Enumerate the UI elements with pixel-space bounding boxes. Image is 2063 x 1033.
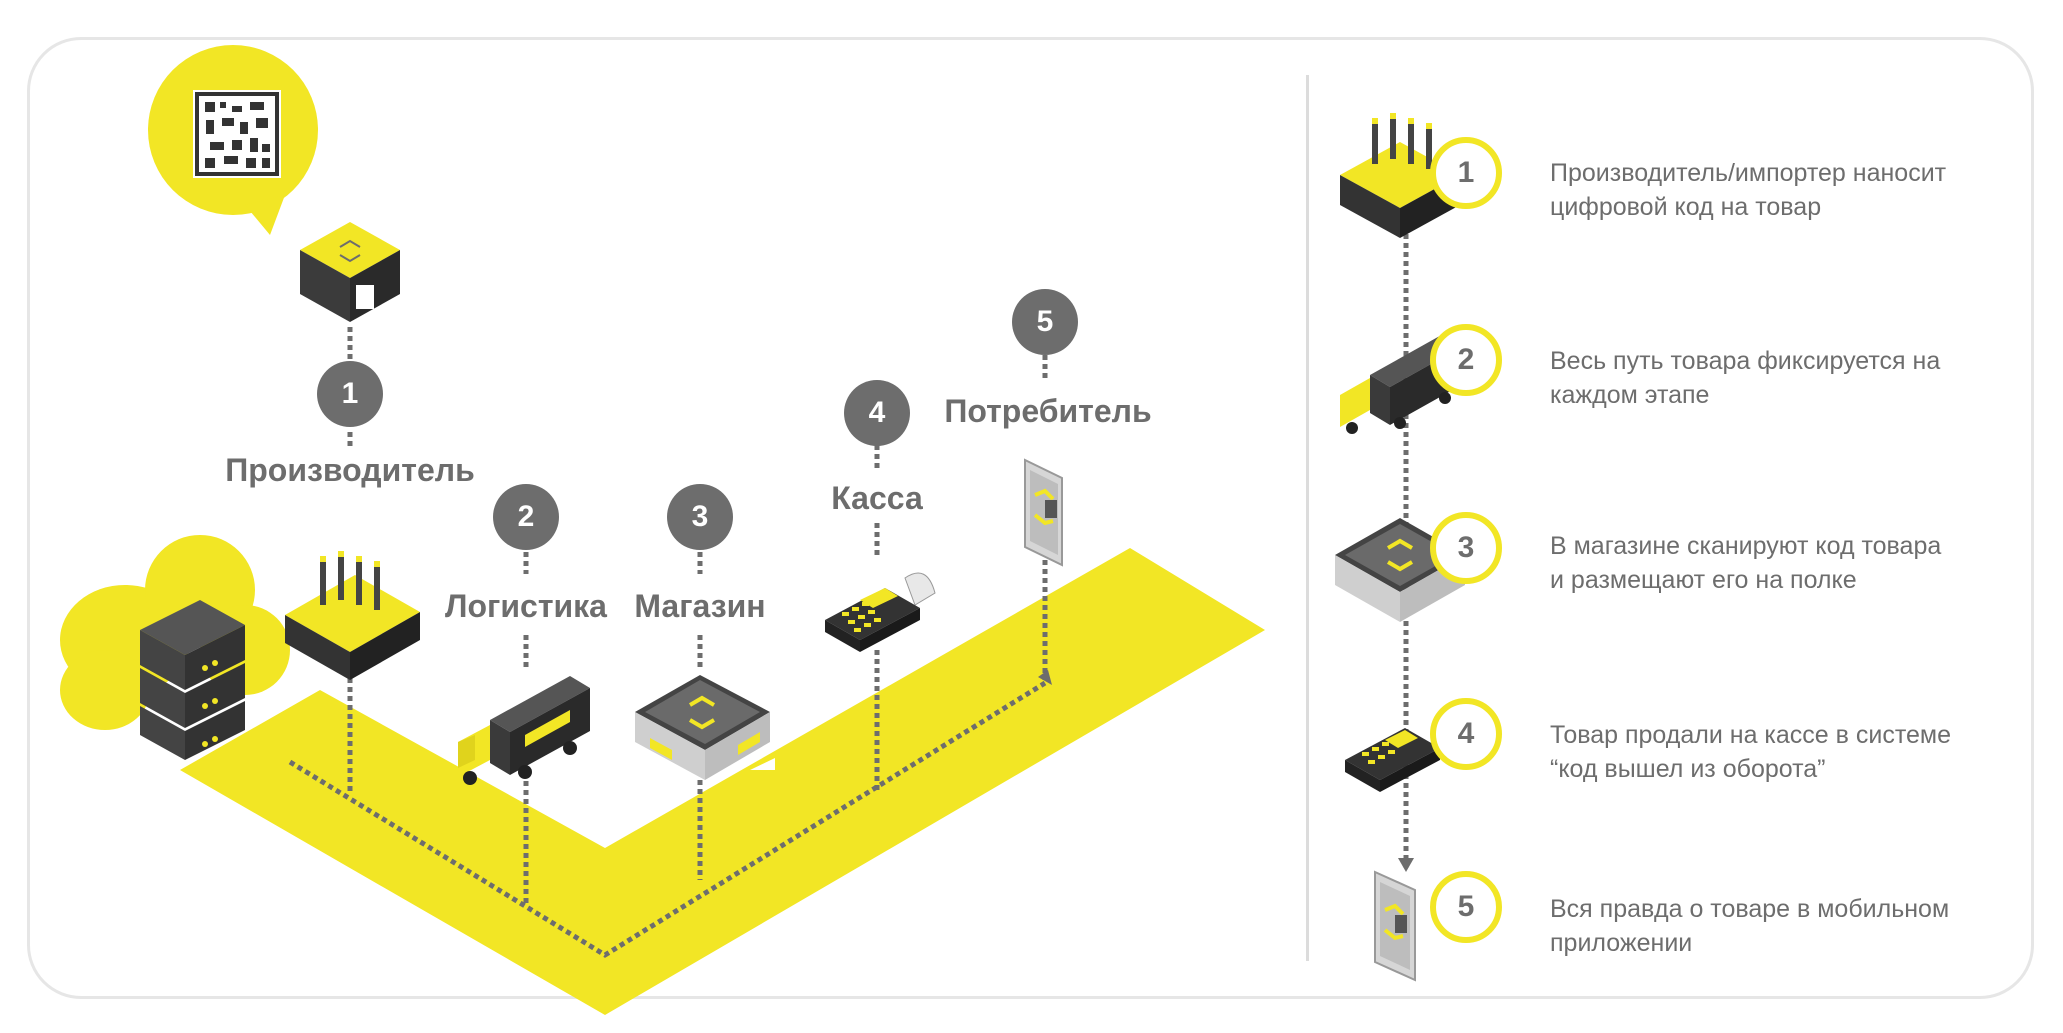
stage-label-producer: Производитель: [225, 452, 475, 488]
speech-bubble-qr-icon: [148, 45, 318, 235]
legend-badge-1: 1: [1430, 137, 1502, 209]
legend-text-1-line-2: цифровой код на товар: [1550, 193, 1822, 221]
legend-text-3-line-2: и размещают его на полке: [1550, 566, 1857, 594]
legend-text-4-line-2: “код вышел из оборота”: [1550, 755, 1826, 783]
truck-icon: [458, 676, 590, 785]
stage-badge-1: 1: [317, 361, 383, 427]
diagram-frame: [27, 37, 2034, 999]
legend-text-5-line-1: Вся правда о товаре в мобильном: [1550, 895, 1950, 923]
store-icon: [635, 675, 775, 780]
legend-text-4-line-1: Товар продали на кассе в системе: [1550, 721, 1952, 749]
phone-icon: [1024, 458, 1063, 567]
stage-label-logistics: Логистика: [445, 588, 607, 624]
stage-label-store: Магазин: [634, 588, 766, 624]
pos-terminal-icon: [825, 572, 936, 652]
legend-badge-5: 5: [1430, 871, 1502, 943]
legend-badge-2: 2: [1430, 324, 1502, 396]
legend-text-4: Товар продали на кассе в системе “код вы…: [1550, 718, 2010, 786]
panel-divider: [1306, 75, 1309, 961]
legend-text-2-line-2: каждом этапе: [1550, 381, 1710, 409]
stage-badge-2: 2: [493, 484, 559, 550]
stage-badge-4: 4: [844, 380, 910, 446]
factory-icon: [285, 551, 420, 680]
legend-badge-4: 4: [1430, 698, 1502, 770]
legend-text-5: Вся правда о товаре в мобильном приложен…: [1550, 892, 2010, 960]
cloud-server-icon: [60, 535, 290, 760]
legend-pos-terminal-icon: [1345, 728, 1440, 792]
legend-text-3-line-1: В магазине сканируют код товара: [1550, 532, 1942, 560]
legend-text-5-line-2: приложении: [1550, 929, 1693, 957]
legend-text-3: В магазине сканируют код товара и размещ…: [1550, 529, 2010, 597]
legend-text-2: Весь путь товара фиксируется на каждом э…: [1550, 344, 2010, 412]
legend-text-1: Производитель/импортер наносит цифровой …: [1550, 156, 2010, 224]
stage-badge-3: 3: [667, 484, 733, 550]
legend-badge-3: 3: [1430, 512, 1502, 584]
stage-badge-5: 5: [1012, 289, 1078, 355]
legend-phone-icon: [1374, 870, 1416, 982]
legend-arrowhead: [1398, 858, 1414, 872]
legend-text-1-line-1: Производитель/импортер наносит: [1550, 159, 1947, 187]
route-arrowhead: [1038, 670, 1052, 685]
code-box-icon: [300, 222, 400, 322]
legend-text-2-line-1: Весь путь товара фиксируется на: [1550, 347, 1941, 375]
path-band: [180, 548, 1265, 1015]
stage-label-checkout: Касса: [831, 480, 923, 516]
stage-label-consumer: Потребитель: [944, 393, 1152, 429]
